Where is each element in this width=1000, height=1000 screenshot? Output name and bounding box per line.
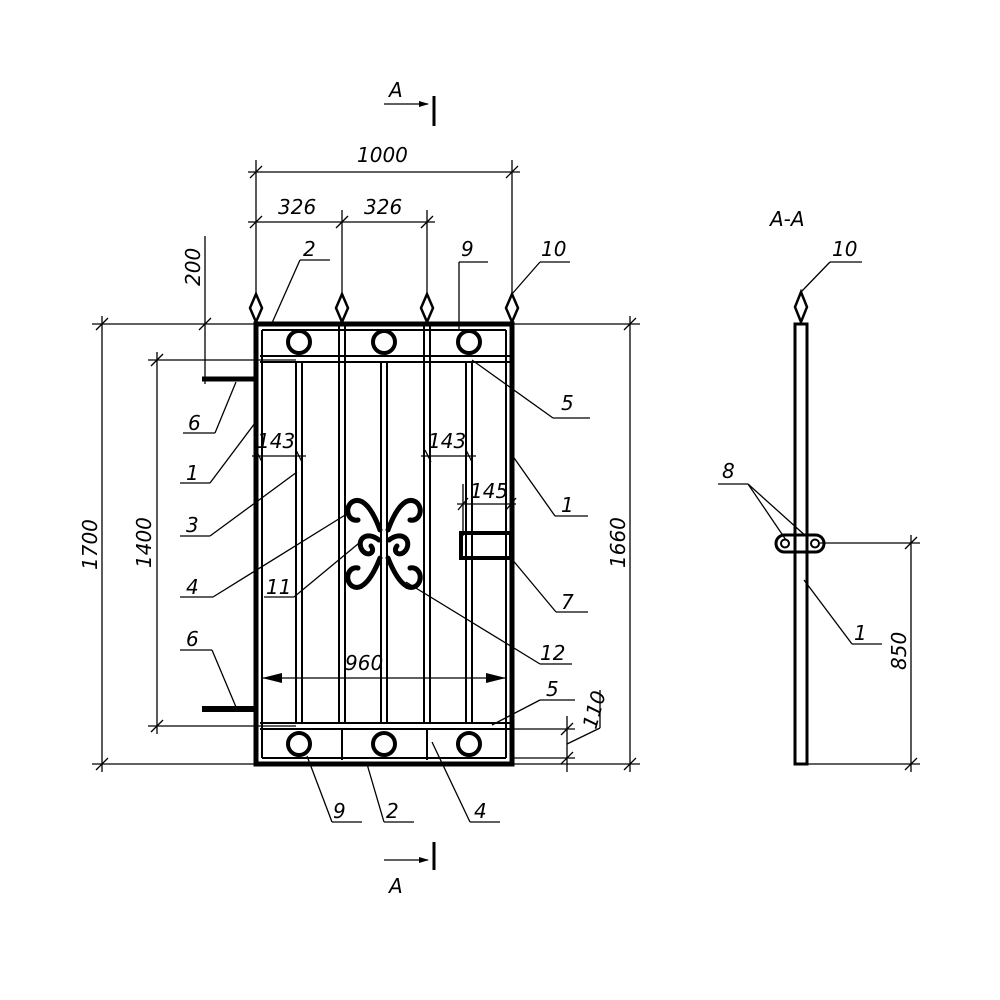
- callout-spike: 10: [541, 237, 566, 261]
- section-callout-frame: 1: [854, 621, 867, 645]
- ornament-scrolls: [345, 498, 423, 590]
- dim-hinge-height: 850: [887, 632, 911, 670]
- callout-bottom-rail: 2: [386, 799, 399, 823]
- callout-scroll: 4: [186, 575, 199, 599]
- dim-bottom-offset: 110: [578, 688, 611, 731]
- callout-hinge-bottom: 6: [186, 627, 199, 651]
- vertical-bars: [295, 323, 473, 760]
- dim-bay-left: 143: [257, 429, 295, 453]
- callout-scroll-small: 11: [266, 575, 291, 599]
- callout-crossbar-bottom: 5: [546, 677, 559, 701]
- section-mark-bottom: A: [384, 842, 436, 898]
- section-callout-hinges: 8: [722, 459, 735, 483]
- callout-hinge-top: 6: [188, 411, 201, 435]
- callout-ring-bottom: 9: [333, 799, 346, 823]
- section-mark-top: A: [384, 78, 436, 126]
- section-frame: [793, 322, 809, 766]
- dim-latch-offset: 145: [470, 479, 508, 503]
- dimensions: 1000 326 326 200 1700 1400 1660: [78, 143, 640, 772]
- section-mark-top-label: A: [387, 78, 403, 102]
- rings-top: [286, 329, 482, 355]
- gate-front-view: [202, 290, 520, 767]
- callout-scroll-large: 12: [540, 641, 565, 665]
- section-view-title: A-A: [768, 207, 805, 231]
- callout-bar: 3: [186, 513, 199, 537]
- section-view: A-A 850 10 8 1: [718, 207, 920, 772]
- spikes: [248, 290, 520, 326]
- latch: [459, 531, 513, 560]
- frame-outline: [253, 321, 515, 767]
- dim-top-offset: 200: [181, 248, 205, 286]
- dim-inner-height: 1400: [132, 517, 156, 568]
- dim-spacing-left: 326: [278, 195, 316, 219]
- callout-top-rail: 2: [303, 237, 316, 261]
- callout-latch: 7: [561, 590, 574, 614]
- dim-inner-width: 960: [345, 651, 383, 675]
- section-spike: [793, 288, 809, 326]
- dim-overall-height: 1700: [78, 519, 102, 570]
- section-hinge-plate: [774, 533, 826, 554]
- section-mark-bottom-label: A: [387, 874, 403, 898]
- callout-crossbar-top: 5: [561, 391, 574, 415]
- dim-overall-width: 1000: [357, 143, 408, 167]
- callouts: 2 9 10 5 6 1 3 4 11 1: [180, 237, 590, 823]
- dim-right-height: 1660: [606, 517, 630, 568]
- dim-spacing-right: 326: [364, 195, 402, 219]
- section-callout-spike: 10: [832, 237, 857, 261]
- dim-bay-right: 143: [428, 429, 466, 453]
- callout-frame-right: 1: [561, 493, 574, 517]
- callout-ring-top: 9: [461, 237, 474, 261]
- callout-frame-left: 1: [186, 461, 199, 485]
- callout-bottom-ring: 4: [474, 799, 487, 823]
- rings-bottom: [286, 731, 482, 757]
